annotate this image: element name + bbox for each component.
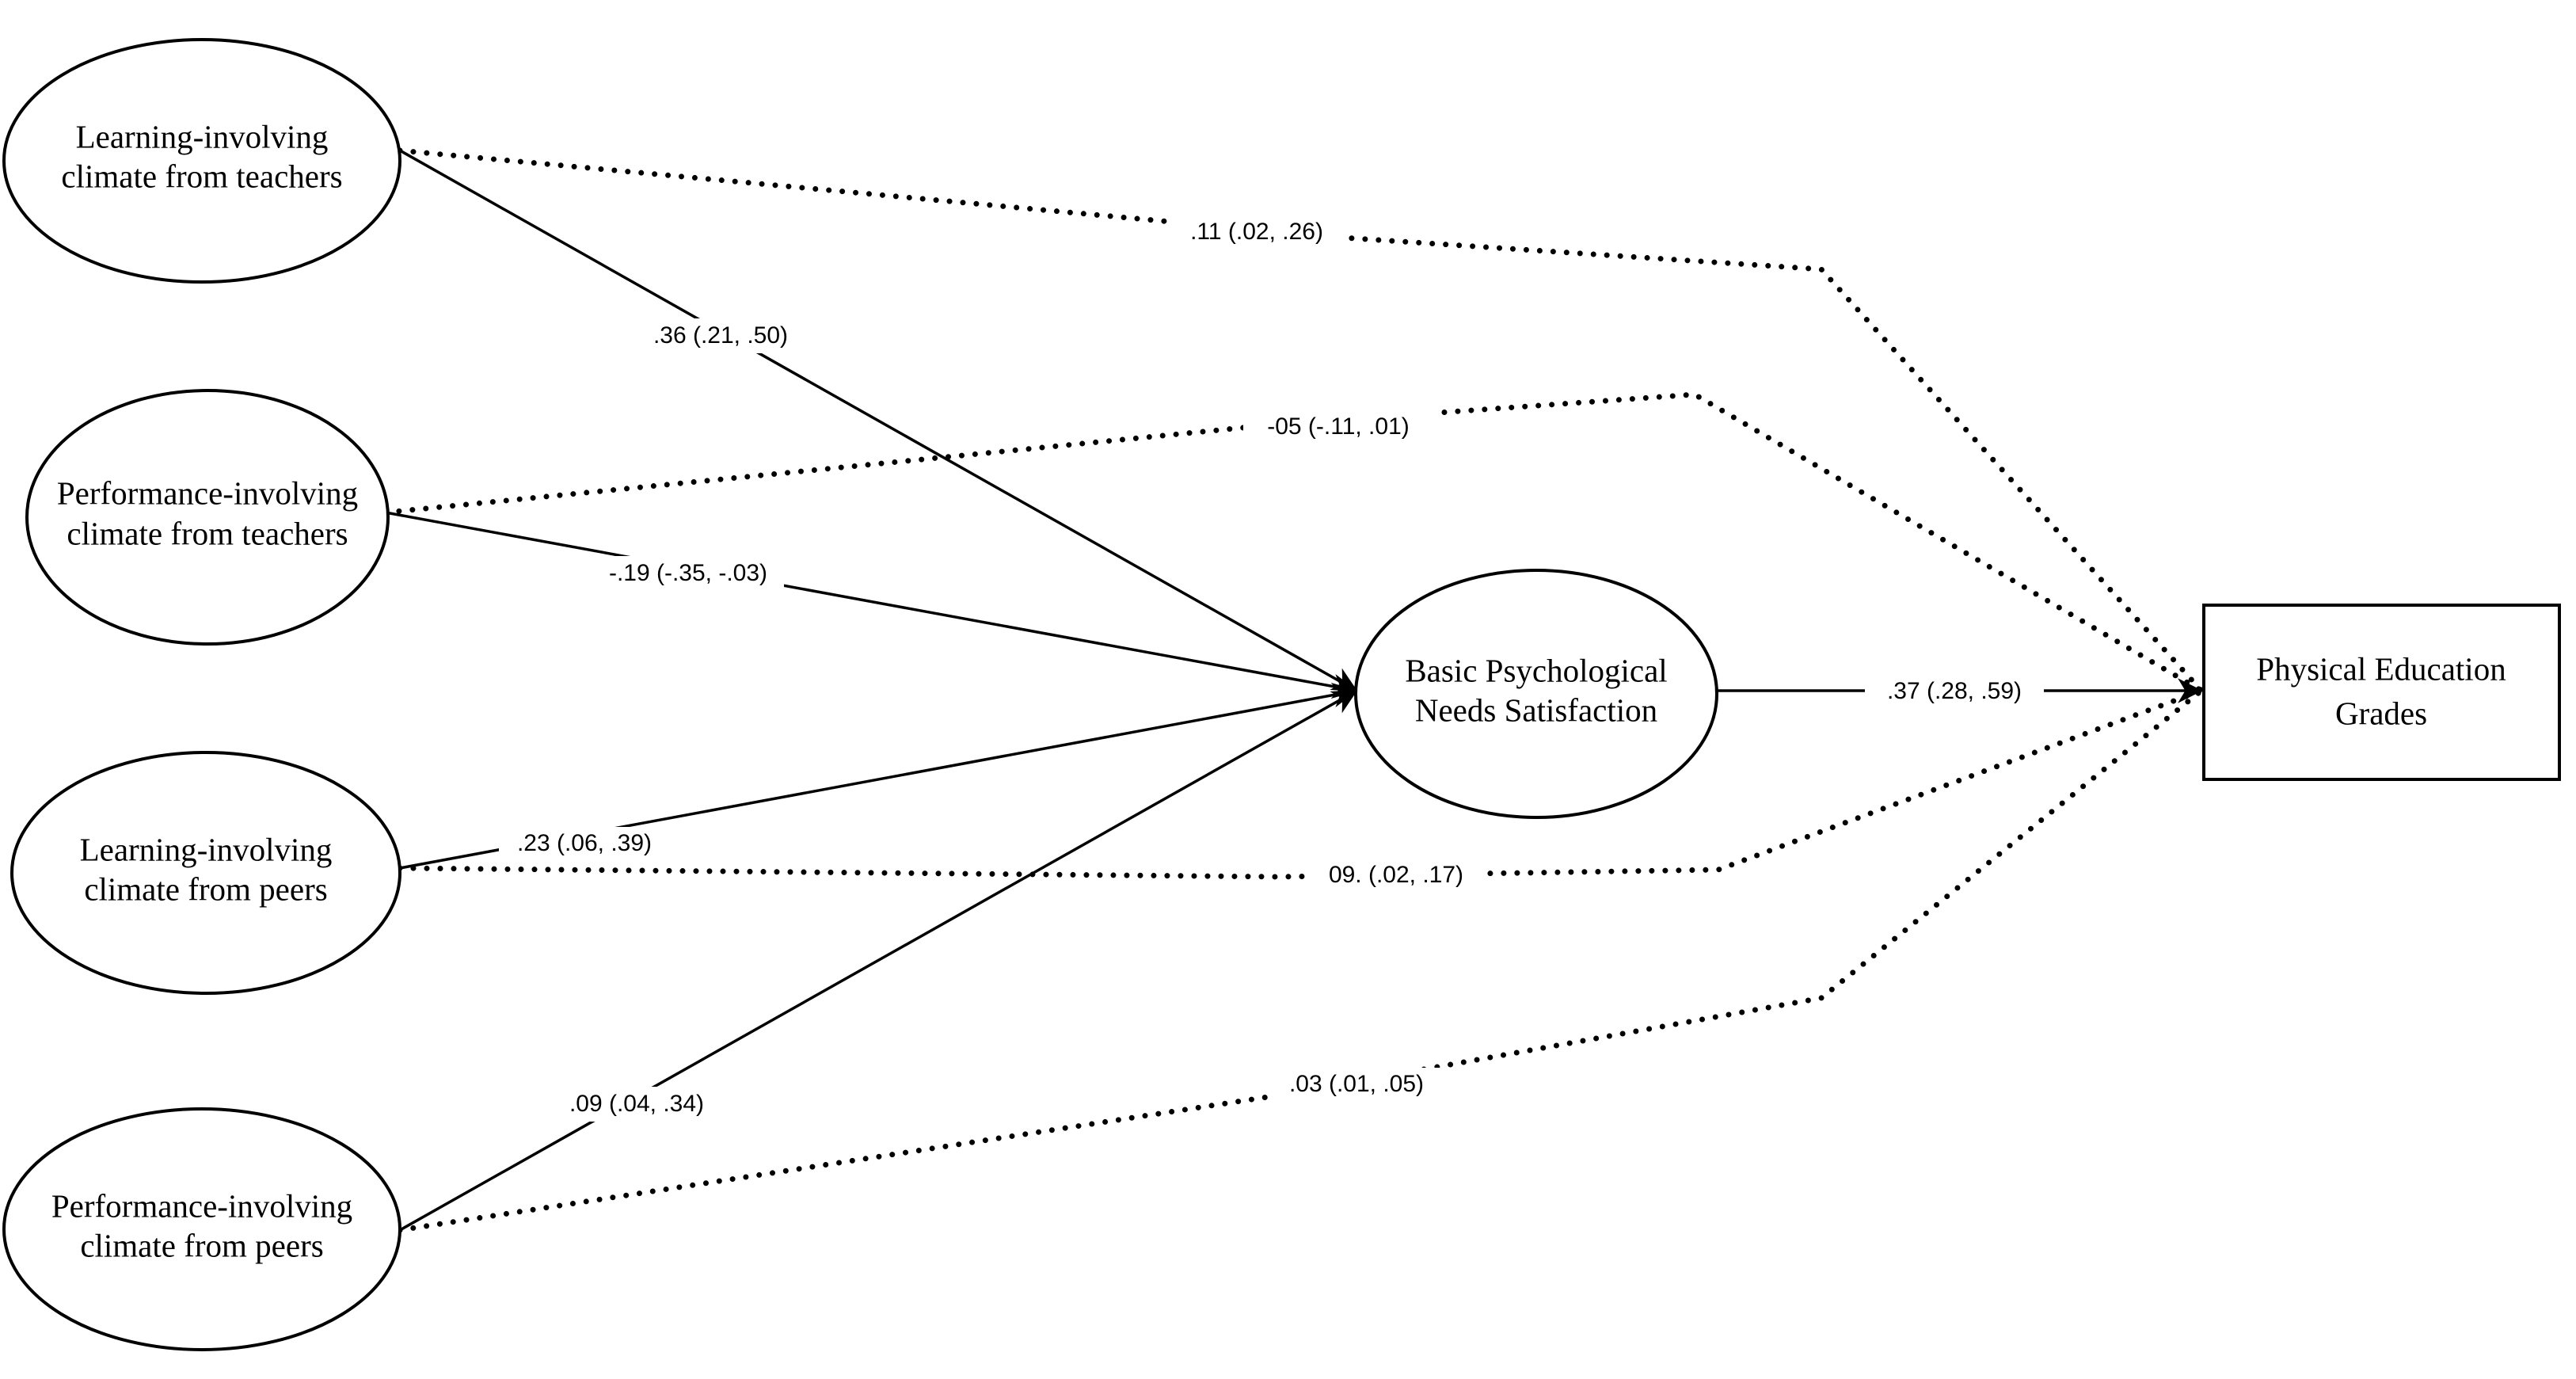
svg-text:Physical Education: Physical Education bbox=[2256, 650, 2506, 687]
edge-label-bpns-peg: .37 (.28, .59) bbox=[1865, 675, 2044, 710]
edge-label-pit-peg: -05 (-.11, .01) bbox=[1243, 410, 1435, 445]
svg-text:.36 (.21, .50): .36 (.21, .50) bbox=[653, 322, 788, 349]
svg-text:climate from teachers: climate from teachers bbox=[61, 158, 342, 194]
edge-pit-bpns bbox=[385, 511, 1358, 699]
edge-label-lit-peg: .11 (.02, .26) bbox=[1167, 215, 1346, 250]
node-learning-involving-climate-from-teachers: Learning-involving climate from teachers bbox=[2, 38, 401, 284]
svg-text:Needs Satisfaction: Needs Satisfaction bbox=[1415, 691, 1657, 728]
svg-text:Grades: Grades bbox=[2335, 695, 2427, 731]
edge-label-pit-bpns: -.19 (-.35, -.03) bbox=[592, 556, 784, 591]
svg-text:09. (.02, .17): 09. (.02, .17) bbox=[1329, 862, 1463, 888]
edge-lit-bpns bbox=[399, 149, 1358, 692]
svg-text:climate from peers: climate from peers bbox=[80, 1227, 323, 1263]
node-performance-involving-climate-from-peers: Performance-involving climate from peers bbox=[2, 1107, 401, 1351]
edge-label-lip-peg: 09. (.02, .17) bbox=[1307, 859, 1486, 893]
edge-label-pip-bpns: .09 (.04, .34) bbox=[551, 1087, 722, 1122]
svg-text:Performance-involving: Performance-involving bbox=[57, 474, 358, 511]
edge-label-lip-bpns: .23 (.06, .39) bbox=[499, 827, 670, 862]
node-physical-education-grades: Physical Education Grades bbox=[2202, 604, 2561, 781]
svg-text:climate from teachers: climate from teachers bbox=[67, 515, 348, 551]
edge-pip-bpns bbox=[399, 689, 1358, 1232]
svg-text:climate from peers: climate from peers bbox=[84, 870, 327, 907]
svg-text:.23 (.06, .39): .23 (.06, .39) bbox=[517, 830, 652, 856]
edge-label-pip-peg: .03 (.01, .05) bbox=[1271, 1068, 1442, 1103]
node-performance-involving-climate-from-teachers: Performance-involving climate from teach… bbox=[25, 389, 390, 646]
node-learning-involving-climate-from-peers: Learning-involving climate from peers bbox=[10, 751, 401, 995]
svg-text:Performance-involving: Performance-involving bbox=[51, 1187, 352, 1224]
edge-pip-peg bbox=[397, 688, 2205, 1233]
svg-text:Learning-involving: Learning-involving bbox=[80, 831, 333, 867]
svg-text:.03 (.01, .05): .03 (.01, .05) bbox=[1289, 1071, 1424, 1097]
node-basic-psychological-needs-satisfaction: Basic Psychological Needs Satisfaction bbox=[1354, 569, 1718, 819]
svg-text:-.19 (-.35, -.03): -.19 (-.35, -.03) bbox=[609, 560, 767, 586]
edge-lip-peg bbox=[397, 688, 2205, 880]
edge-label-lit-bpns: .36 (.21, .50) bbox=[631, 318, 810, 353]
svg-text:.37 (.28, .59): .37 (.28, .59) bbox=[1887, 678, 2022, 704]
svg-text:.09 (.04, .34): .09 (.04, .34) bbox=[569, 1091, 704, 1117]
svg-text:Learning-involving: Learning-involving bbox=[76, 118, 329, 154]
svg-text:Basic Psychological: Basic Psychological bbox=[1405, 652, 1667, 688]
edge-lit-peg bbox=[397, 147, 2205, 694]
svg-text:-05 (-.11, .01): -05 (-.11, .01) bbox=[1267, 413, 1410, 440]
svg-text:.11 (.02, .26): .11 (.02, .26) bbox=[1190, 219, 1323, 245]
